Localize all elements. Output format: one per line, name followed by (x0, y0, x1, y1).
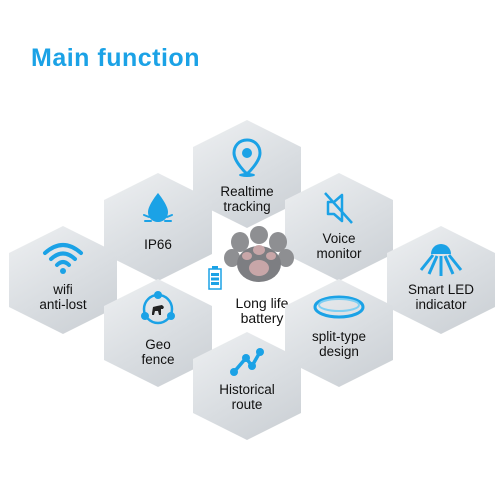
speaker-muted-icon (324, 192, 353, 224)
feature-label-line1: Voice (322, 231, 356, 246)
route-icon (230, 348, 264, 376)
location-pin-icon (232, 138, 262, 177)
feature-label-line1: Geo (145, 337, 171, 352)
feature-label-line2: fence (141, 352, 175, 367)
feature-label-line2: design (319, 344, 359, 359)
feature-label-line2: indicator (415, 297, 467, 312)
page-title: Main function (31, 44, 200, 72)
feature-label-line1: Realtime (220, 184, 274, 199)
feature-label-line2: anti-lost (39, 297, 87, 312)
feature-label-line2: tracking (223, 199, 271, 214)
feature-label-line2: battery (240, 310, 284, 326)
feature-label-line1: Smart LED (407, 282, 475, 297)
feature-label-line1: Historical (219, 382, 275, 397)
feature-ip66: IP66 (104, 173, 212, 281)
feature-label-line1: IP66 (144, 237, 172, 252)
paw-tracker-device (224, 226, 294, 282)
feature-label-line1: split-type (311, 329, 367, 344)
led-light-icon (419, 244, 463, 276)
feature-label-line2: route (231, 397, 263, 412)
feature-long-life-battery: Long life battery (200, 226, 308, 334)
ring-icon (313, 295, 365, 319)
battery-icon (208, 266, 222, 290)
feature-smart-led: Smart LED indicator (387, 226, 495, 334)
feature-wifi-anti-lost: wifi anti-lost (9, 226, 117, 334)
feature-voice-monitor: Voice monitor (285, 173, 393, 281)
feature-split-type: split-type design (285, 279, 393, 387)
feature-historical-route: Historical route (193, 332, 301, 440)
feature-label-line1: wifi (53, 282, 73, 297)
water-drop-icon (143, 193, 173, 222)
feature-label-line2: monitor (316, 246, 362, 261)
geofence-icon (141, 291, 175, 325)
wifi-icon (43, 243, 83, 274)
feature-label-line1: Long life (235, 295, 289, 311)
